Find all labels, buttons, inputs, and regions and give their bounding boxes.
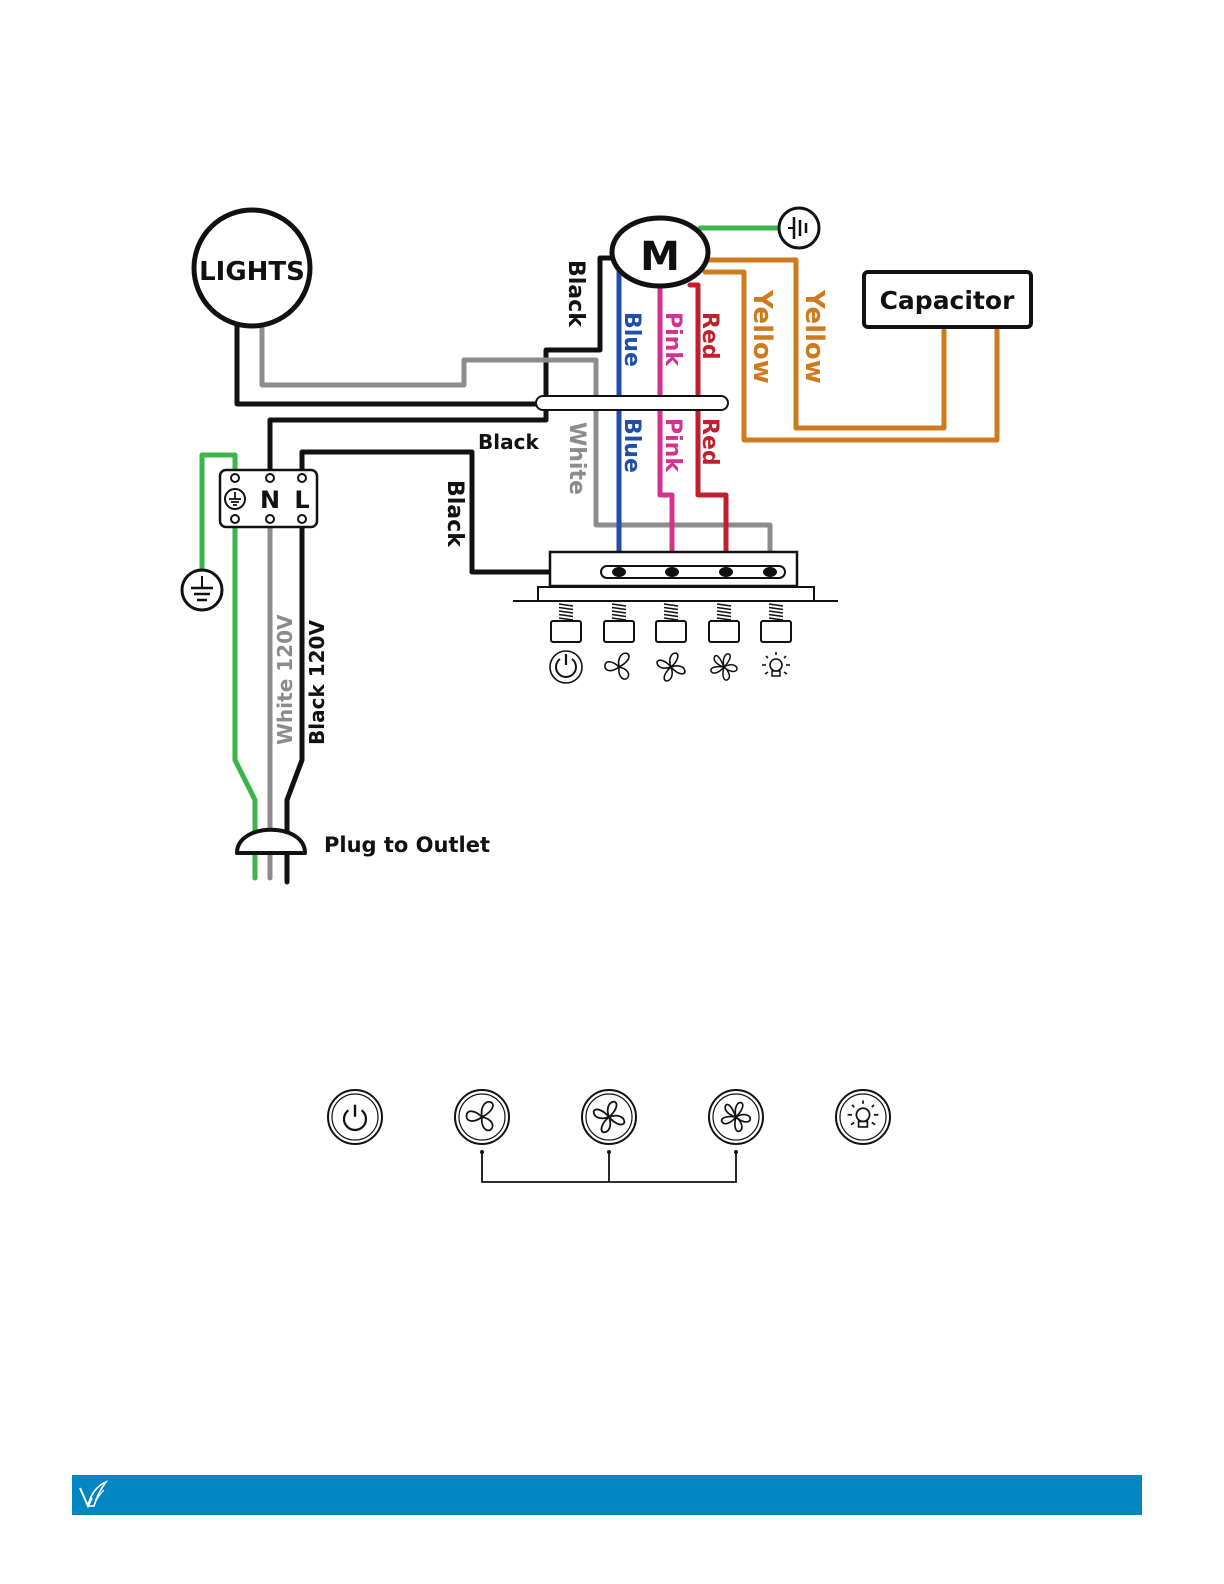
switch-button-fan-high[interactable] — [709, 604, 739, 680]
wire-green-cord — [235, 520, 255, 878]
label-red-lower: Red — [697, 418, 722, 466]
label-white-mid: White — [564, 422, 589, 495]
label-blue-lower: Blue — [619, 418, 644, 473]
switch-button-power[interactable] — [550, 604, 582, 683]
fan-low-icon — [605, 653, 629, 679]
ground-symbol-left — [182, 570, 222, 610]
wire-black-motor — [270, 258, 614, 472]
switch-button-light[interactable] — [761, 604, 791, 676]
brand-logo-icon — [76, 1478, 108, 1512]
label-yellow-2: Yellow — [799, 289, 829, 384]
wire-bundle-tube — [536, 396, 728, 410]
power-icon — [556, 654, 576, 677]
fan-medium-icon — [657, 653, 685, 681]
fan-high-icon — [711, 654, 737, 680]
label-black-120: Black 120V — [305, 620, 329, 745]
label-pink-upper: Pink — [660, 312, 685, 367]
terminal-live-label: L — [294, 486, 309, 514]
label-blue-upper: Blue — [619, 312, 644, 367]
capacitor-label: Capacitor — [880, 286, 1015, 315]
label-black-switch: Black — [442, 480, 467, 548]
label-white-120: White 120V — [273, 614, 297, 745]
ground-symbol-motor — [779, 208, 819, 248]
label-black-motor: Black — [563, 260, 588, 328]
plug-label: Plug to Outlet — [324, 833, 490, 857]
terminal-ground-symbol — [225, 489, 245, 509]
wire-black-lights — [237, 322, 546, 404]
label-black-mid: Black — [478, 430, 539, 454]
lights-label: LIGHTS — [199, 257, 305, 287]
motor-label: M — [640, 234, 680, 280]
label-pink-lower: Pink — [660, 418, 685, 473]
panel-button-light[interactable] — [836, 1090, 890, 1144]
footer-bar — [72, 1475, 1142, 1515]
label-yellow-1: Yellow — [747, 289, 777, 384]
plug-body — [237, 830, 305, 853]
panel-button-fan-high[interactable] — [709, 1090, 763, 1144]
label-red-upper: Red — [697, 312, 722, 360]
switch-button-fan-low[interactable] — [604, 604, 634, 679]
fan-speed-bracket — [482, 1152, 736, 1182]
switch-button-fan-medium[interactable] — [656, 604, 686, 681]
panel-button-fan-medium[interactable] — [582, 1090, 636, 1144]
terminal-neutral-label: N — [260, 486, 280, 514]
panel-button-power[interactable] — [328, 1090, 382, 1144]
panel-button-fan-low[interactable] — [455, 1090, 509, 1144]
light-icon — [762, 652, 790, 676]
switch-assembly — [513, 552, 838, 601]
